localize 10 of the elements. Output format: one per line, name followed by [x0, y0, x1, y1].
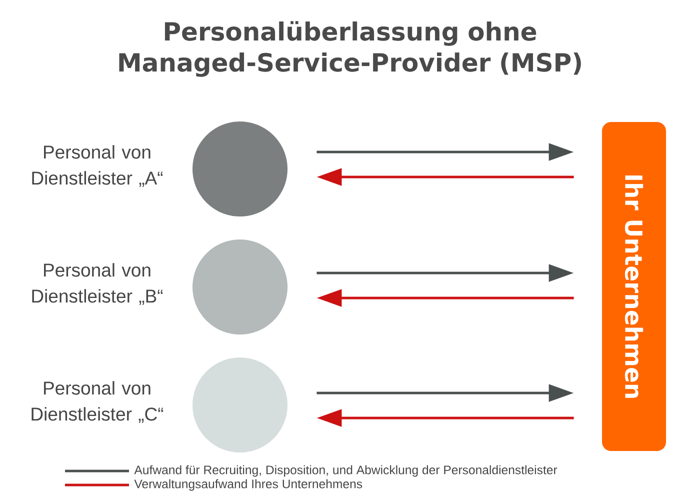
circle-label: Personal von Dienstleister „A“ [32, 145, 163, 187]
circle [192, 240, 288, 334]
title: Personalüberlassung ohne Managed-Service-Provider (MSP) [119, 21, 581, 77]
circle [192, 122, 288, 216]
legend-text: Aufwand für Recruiting, Disposition, und Abwicklung der Personaldienstleister [134, 465, 558, 477]
company-box: Ihr Unternehmen [602, 122, 666, 451]
circle-label: Personal von Dienstleister „C“ [32, 381, 164, 423]
legend-text: Verwaltungsaufwand Ihres Unternehmens [134, 479, 362, 491]
circle-label: Personal von Dienstleister „B“ [32, 263, 163, 305]
circle [192, 358, 288, 452]
